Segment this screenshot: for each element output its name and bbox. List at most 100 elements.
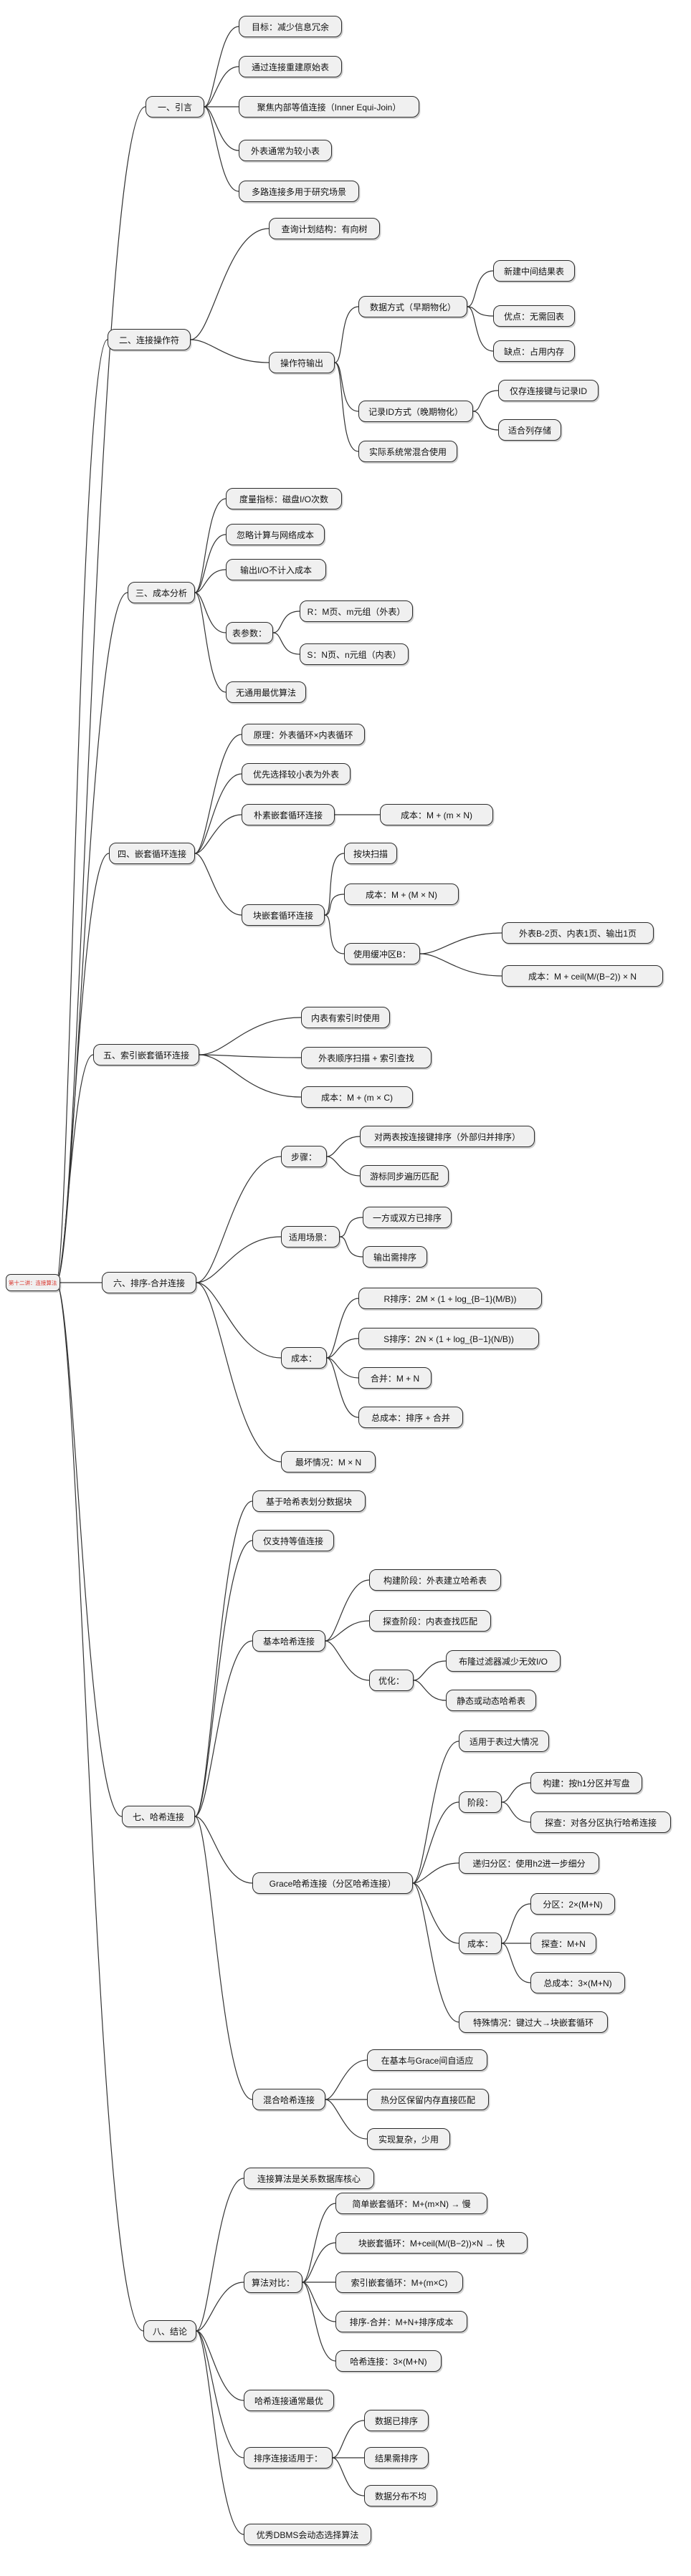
mindmap-node[interactable]: 成本：M + ceil(M/(B−2)) × N xyxy=(502,965,663,987)
mindmap-node[interactable]: 步骤： xyxy=(281,1146,327,1167)
connector-line xyxy=(196,2281,244,2332)
connector-line xyxy=(334,362,359,452)
mindmap-node[interactable]: 聚焦内部等值连接（Inner Equi-Join） xyxy=(239,96,419,118)
mindmap-node[interactable]: 多路连接多用于研究场景 xyxy=(239,181,359,202)
connector-line xyxy=(419,953,502,977)
mindmap-node[interactable]: 热分区保留内存直接匹配 xyxy=(367,2089,489,2110)
mindmap-node[interactable]: 五、索引嵌套循环连接 xyxy=(93,1044,199,1066)
mindmap-node[interactable]: 适用场景： xyxy=(281,1226,340,1248)
mindmap-node[interactable]: 操作符输出 xyxy=(269,352,335,373)
mindmap-node[interactable]: 优先选择较小表为外表 xyxy=(242,763,351,785)
mindmap-node[interactable]: 使用缓冲区B： xyxy=(344,943,420,964)
mindmap-node[interactable]: 哈希连接通常最优 xyxy=(244,2390,334,2411)
mindmap-node[interactable]: 在基本与Grace间自适应 xyxy=(367,2049,487,2071)
mindmap-node[interactable]: 块嵌套循环：M+ceil(M/(B−2))×N → 快 xyxy=(335,2232,528,2254)
mindmap-node[interactable]: 八、结论 xyxy=(143,2320,196,2342)
connector-line xyxy=(326,1298,359,1359)
mindmap-node[interactable]: 仅存连接键与记录ID xyxy=(498,380,599,401)
mindmap-node[interactable]: 优化： xyxy=(369,1670,414,1691)
mindmap-node[interactable]: 算法对比： xyxy=(244,2271,302,2293)
mindmap-node[interactable]: 缺点：占用内存 xyxy=(493,340,575,362)
mindmap-node[interactable]: 对两表按连接键排序（外部归并排序） xyxy=(360,1126,535,1147)
mindmap-node[interactable]: 最坏情况：M × N xyxy=(281,1451,376,1473)
mindmap-node[interactable]: 三、成本分析 xyxy=(128,582,195,603)
mindmap-node[interactable]: 输出需排序 xyxy=(363,1246,427,1268)
mindmap-node[interactable]: 记录ID方式（晚期物化） xyxy=(358,401,473,422)
mindmap-node[interactable]: 外表顺序扫描 + 索引查找 xyxy=(301,1047,432,1068)
mindmap-node[interactable]: S：N页、n元组（内表） xyxy=(300,643,409,665)
mindmap-node[interactable]: 特殊情况：键过大→块嵌套循环 xyxy=(459,2011,608,2033)
mindmap-node[interactable]: 布隆过滤器减少无效I/O xyxy=(446,1650,561,1672)
mindmap-node[interactable]: 无通用最优算法 xyxy=(226,681,306,703)
mindmap-node[interactable]: 七、哈希连接 xyxy=(122,1806,195,1827)
mindmap-node[interactable]: 度量指标：磁盘I/O次数 xyxy=(226,488,342,509)
mindmap-node[interactable]: 查询计划结构：有向树 xyxy=(269,218,380,239)
mindmap-node[interactable]: 通过连接重建原始表 xyxy=(239,56,342,77)
connector-line xyxy=(194,592,227,693)
mindmap-node[interactable]: 目标：减少信息冗余 xyxy=(239,16,342,37)
mindmap-node[interactable]: 数据已排序 xyxy=(364,2410,429,2431)
mindmap-node[interactable]: 输出I/O不计入成本 xyxy=(226,559,326,580)
mindmap-node[interactable]: 块嵌套循环连接 xyxy=(242,904,325,926)
mindmap-node[interactable]: 一、引言 xyxy=(146,96,204,118)
mindmap-node[interactable]: Grace哈希连接（分区哈希连接） xyxy=(252,1872,413,1894)
mindmap-node[interactable]: 四、嵌套循环连接 xyxy=(109,843,195,864)
mindmap-node[interactable]: 按块扫描 xyxy=(344,843,397,864)
mindmap-node[interactable]: 二、连接操作符 xyxy=(108,329,191,350)
mindmap-node[interactable]: 外表通常为较小表 xyxy=(239,140,332,161)
connector-line xyxy=(326,1357,359,1379)
mindmap-node[interactable]: 数据方式（早期物化） xyxy=(358,296,467,317)
mindmap-node[interactable]: S排序：2N × (1 + log_{B−1}(N/B)) xyxy=(358,1328,539,1349)
mindmap-node[interactable]: 静态或动态哈希表 xyxy=(446,1690,536,1711)
mindmap-node[interactable]: 合并：M + N xyxy=(358,1367,432,1389)
mindmap-node[interactable]: 基于哈希表划分数据块 xyxy=(252,1490,366,1512)
mindmap-node[interactable]: 仅支持等值连接 xyxy=(252,1530,334,1551)
mindmap-node[interactable]: 实现复杂，少用 xyxy=(367,2128,450,2150)
mindmap-node[interactable]: R排序：2M × (1 + log_{B−1}(M/B)) xyxy=(358,1288,542,1309)
mindmap-node[interactable]: 内表有索引时使用 xyxy=(301,1007,390,1028)
mindmap-node[interactable]: 总成本：排序 + 合并 xyxy=(358,1407,463,1428)
mindmap-node[interactable]: 实际系统常混合使用 xyxy=(358,441,457,462)
mindmap-node[interactable]: 优点：无需回表 xyxy=(493,305,575,327)
mindmap-node[interactable]: 探查阶段：内表查找匹配 xyxy=(369,1610,491,1632)
mindmap-node[interactable]: 阶段： xyxy=(459,1791,502,1813)
mindmap-node[interactable]: 六、排序-合并连接 xyxy=(102,1272,196,1293)
mindmap-node[interactable]: 总成本：3×(M+N) xyxy=(530,1972,625,1993)
mindmap-node[interactable]: 构建阶段：外表建立哈希表 xyxy=(369,1569,501,1591)
mindmap-node[interactable]: 朴素嵌套循环连接 xyxy=(242,804,335,825)
mindmap-node[interactable]: 成本：M + (M × N) xyxy=(344,884,459,905)
mindmap-node[interactable]: 成本： xyxy=(281,1347,327,1369)
mindmap-node[interactable]: 成本： xyxy=(459,1933,502,1954)
mindmap-node[interactable]: 一方或双方已排序 xyxy=(363,1207,452,1228)
mindmap-node[interactable]: 数据分布不均 xyxy=(364,2485,437,2506)
mindmap-node[interactable]: 混合哈希连接 xyxy=(252,2089,325,2110)
mindmap-node[interactable]: 探查：M+N xyxy=(530,1933,596,1954)
mindmap-node[interactable]: 忽略计算与网络成本 xyxy=(226,524,325,545)
mindmap-node[interactable]: 适用于表过大情况 xyxy=(459,1730,549,1752)
mindmap-node[interactable]: 表参数： xyxy=(226,622,273,643)
mindmap-node[interactable]: 构建：按h1分区并写盘 xyxy=(530,1772,642,1794)
mindmap-node[interactable]: 原理：外表循环×内表循环 xyxy=(242,724,365,745)
mindmap-node[interactable]: 游标同步遍历匹配 xyxy=(360,1165,449,1187)
mindmap-node[interactable]: 优秀DBMS会动态选择算法 xyxy=(244,2524,371,2545)
mindmap-node[interactable]: 排序连接适用于： xyxy=(244,2447,333,2469)
mindmap-node[interactable]: 排序-合并：M+N+排序成本 xyxy=(335,2311,467,2332)
mindmap-node[interactable]: 索引嵌套循环：M+(m×C) xyxy=(335,2271,463,2293)
mindmap-node[interactable]: 新建中间结果表 xyxy=(493,260,575,282)
connector-line xyxy=(412,1862,459,1884)
mindmap-node[interactable]: 探查：对各分区执行哈希连接 xyxy=(530,1811,671,1833)
mindmap-node[interactable]: 适合列存储 xyxy=(498,419,561,441)
mindmap-node[interactable]: 外表B-2页、内表1页、输出1页 xyxy=(502,922,654,944)
mindmap-node[interactable]: R：M页、m元组（外表） xyxy=(300,600,413,622)
mindmap-node[interactable]: 连接算法是关系数据库核心 xyxy=(244,2168,374,2189)
mindmap-node[interactable]: 成本：M + (m × N) xyxy=(380,804,493,825)
mindmap-node[interactable]: 哈希连接：3×(M+N) xyxy=(335,2350,442,2372)
connector-line xyxy=(467,306,494,317)
mindmap-root-node[interactable]: 第十二讲：连接算法 xyxy=(6,1274,60,1291)
mindmap-node[interactable]: 成本：M + (m × C) xyxy=(301,1086,413,1108)
mindmap-node[interactable]: 简单嵌套循环：M+(m×N) → 慢 xyxy=(335,2193,487,2214)
mindmap-node[interactable]: 分区：2×(M+N) xyxy=(530,1893,615,1915)
mindmap-node[interactable]: 结果需排序 xyxy=(364,2447,429,2469)
mindmap-node[interactable]: 基本哈希连接 xyxy=(252,1630,325,1652)
mindmap-node[interactable]: 递归分区：使用h2进一步细分 xyxy=(459,1852,599,1874)
